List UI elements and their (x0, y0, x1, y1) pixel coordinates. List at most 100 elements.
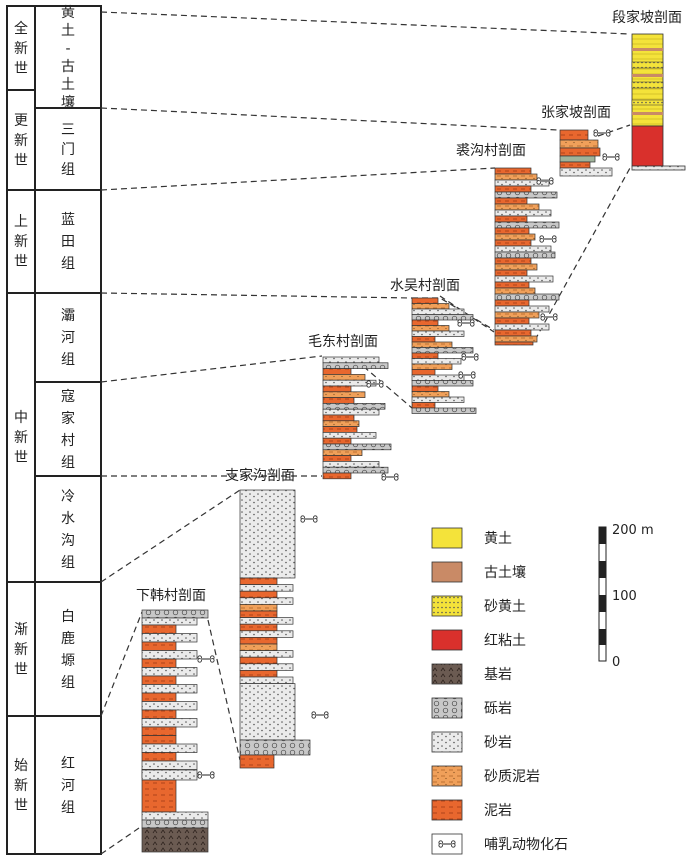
strata-bed (141, 819, 209, 829)
strata-bed (494, 335, 538, 343)
strata-bed (494, 203, 540, 211)
svg-text:组: 组 (61, 800, 75, 816)
strata-bed (239, 630, 294, 638)
epoch-label: 上新世 (14, 214, 28, 270)
strata-bed (494, 173, 538, 181)
formation-label: 蓝田组 (61, 212, 75, 272)
strata-bed (141, 609, 209, 619)
strata-bed (494, 245, 552, 253)
strata-bed (141, 624, 177, 634)
svg-text:世: 世 (14, 450, 28, 466)
section-title: 毛东村剖面 (308, 334, 378, 350)
svg-text:组: 组 (61, 455, 75, 471)
strata-bed (494, 305, 550, 313)
strata-bed (322, 356, 380, 364)
fossil-marker (300, 514, 318, 524)
svg-text:始: 始 (14, 758, 28, 774)
legend-label: 砂黄土 (484, 598, 526, 615)
strata-bed (494, 281, 530, 289)
strata-bed (141, 718, 198, 728)
strata-bed (322, 437, 352, 445)
strata-bed (239, 739, 311, 756)
svg-text:世: 世 (14, 61, 28, 77)
strata-bed (239, 604, 278, 612)
strata-bed (322, 449, 363, 456)
strata-bed (141, 641, 177, 651)
strata-bed (411, 347, 474, 354)
strata-bed (322, 374, 366, 381)
strata-bed (494, 167, 532, 175)
section-qiugoucun: 裘沟村剖面 (456, 143, 560, 346)
strata-bed (239, 683, 296, 741)
section-title: 张家坡剖面 (541, 104, 611, 121)
strata-bed (494, 239, 532, 247)
svg-text:蓝: 蓝 (61, 212, 75, 228)
strata-bed (411, 297, 439, 304)
strata-bed (322, 443, 392, 451)
strata-bed (322, 420, 360, 427)
legend-label: 砂岩 (484, 735, 512, 751)
strata-bed (494, 233, 536, 241)
strata-bed (141, 709, 177, 719)
strata-bed (141, 658, 177, 668)
scale-mid-label: 100 (612, 589, 637, 604)
strata-bed (239, 676, 294, 684)
strata-bed (141, 667, 198, 677)
strata-bed (494, 251, 556, 259)
epoch-label: 始新世 (14, 758, 28, 814)
section-title: 下韩村剖面 (136, 588, 206, 604)
strata-bed (239, 617, 294, 625)
legend-item: 砾岩 (431, 697, 512, 719)
strata-bed (411, 407, 477, 414)
legend-swatch (431, 765, 463, 787)
strata-bed (239, 637, 278, 645)
legend-label: 基岩 (484, 666, 512, 683)
scale-top-label: 200 m (612, 523, 654, 538)
svg-text:门: 门 (61, 142, 75, 158)
strata-bed (494, 341, 534, 346)
strata-bed (411, 303, 450, 310)
strata-bed (239, 597, 294, 605)
epoch-label: 全新世 (14, 20, 28, 77)
strata-bed (322, 455, 352, 462)
legend-item: 古土壤 (431, 561, 526, 583)
strata-bed (494, 191, 558, 199)
legend-item: 砂黄土 (431, 595, 526, 617)
strata-bed (411, 380, 474, 387)
correlation-lines (100, 11, 631, 855)
section-title: 段家坡剖面 (612, 9, 682, 26)
legend-item: 哺乳动物化石 (431, 833, 568, 855)
strata-bed (411, 352, 439, 359)
strata-bed (141, 811, 209, 821)
strata-bed (322, 426, 358, 433)
svg-text:更: 更 (14, 113, 28, 129)
formation-label: 红河组 (61, 756, 75, 816)
strata-bed (141, 726, 177, 736)
svg-text:土: 土 (61, 23, 75, 39)
strata-bed (239, 577, 278, 585)
strata-bed (141, 743, 198, 753)
strata-bed (239, 754, 275, 769)
strata-bed (141, 675, 177, 685)
section-title: 水吴村剖面 (390, 278, 460, 294)
svg-text:村: 村 (61, 433, 75, 449)
svg-text:中: 中 (14, 410, 28, 426)
strata-bed (141, 617, 198, 626)
svg-text:寇: 寇 (61, 388, 75, 405)
strata-bed (411, 358, 462, 365)
svg-text:黄: 黄 (61, 4, 75, 21)
strata-bed (411, 402, 436, 409)
strata-bed (239, 663, 294, 671)
strata-bed (239, 656, 278, 665)
svg-text:渐: 渐 (14, 622, 28, 638)
svg-text:组: 组 (61, 555, 75, 571)
strata-bed (322, 414, 355, 422)
svg-text:古: 古 (61, 59, 75, 75)
strata-bed (239, 590, 278, 599)
strata-bed (494, 293, 560, 301)
strata-bed (494, 317, 530, 325)
